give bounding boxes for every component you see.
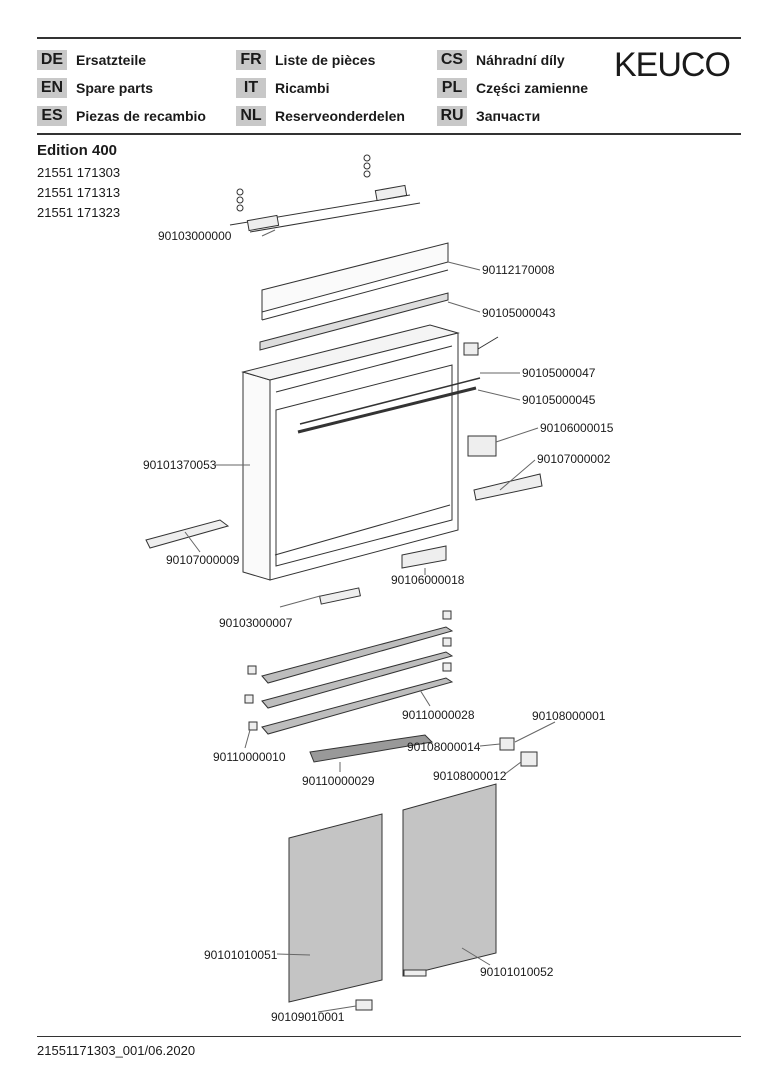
part-number: 90106000018 (391, 573, 465, 587)
header-rule (37, 133, 741, 135)
part-number: 90109010001 (271, 1010, 345, 1024)
led-strip-part (259, 292, 449, 351)
lang-fr: FR Liste de pièces (236, 50, 375, 70)
part-number: 90110000029 (302, 774, 375, 788)
part-number: 90108000014 (407, 740, 481, 754)
part-number: 90110000028 (402, 708, 475, 722)
footer-rule (37, 1036, 741, 1037)
top-cover-part (261, 242, 449, 321)
lang-label: Części zamienne (476, 80, 589, 96)
lang-code: DE (37, 50, 67, 70)
part-number: 90101010052 (480, 965, 554, 979)
part-number: 90112170008 (482, 263, 555, 277)
model-number: 21551 171303 (37, 165, 121, 180)
cabinet-body-part (241, 324, 481, 581)
lang-code: ES (37, 106, 67, 126)
lang-code: IT (236, 78, 266, 98)
glass-shelves (261, 626, 454, 763)
part-number: 90105000045 (522, 393, 596, 407)
lang-label: Запчасти (476, 108, 541, 124)
wall-bracket-part (229, 154, 421, 233)
lang-label: Liste de pièces (275, 52, 376, 68)
part-number: 90101370053 (143, 458, 217, 472)
part-labels: 90103000000 90112170008 90105000043 9010… (143, 229, 614, 1024)
lang-label: Piezas de recambio (76, 108, 206, 124)
lang-nl: NL Reserveonderdelen (236, 106, 405, 126)
lang-code: CS (437, 50, 467, 70)
part-number: 90107000009 (166, 553, 240, 567)
lang-label: Spare parts (76, 80, 154, 96)
lang-label: Náhradní díly (476, 52, 565, 68)
lang-cs: CS Náhradní díly (437, 50, 565, 70)
part-number: 90103000007 (219, 616, 293, 630)
lang-label: Ricambi (275, 80, 330, 96)
model-number: 21551 171313 (37, 185, 121, 200)
document-number: 21551171303_001/06.2020 (37, 1043, 196, 1058)
lang-code: RU (437, 106, 467, 126)
model-number: 21551 171323 (37, 205, 121, 220)
product-title: Edition 400 (37, 142, 118, 159)
lang-label: Reserveonderdelen (275, 108, 405, 124)
part-number: 90103000000 (158, 229, 232, 243)
part-number: 90101010051 (204, 948, 278, 962)
lang-ru: RU Запчасти (437, 106, 540, 126)
part-number: 90107000002 (537, 452, 611, 466)
part-number: 90105000047 (522, 366, 596, 380)
part-number: 90108000001 (532, 709, 606, 723)
lang-label: Ersatzteile (76, 52, 147, 68)
lang-pl: PL Części zamienne (437, 78, 588, 98)
keuco-logo: KEUCO (614, 46, 731, 84)
lang-code: NL (236, 106, 266, 126)
lang-code: FR (236, 50, 266, 70)
mirror-doors (288, 783, 497, 1011)
lang-code: EN (37, 78, 67, 98)
leader-lines (184, 229, 556, 1013)
part-number: 90108000012 (433, 769, 507, 783)
part-number: 90110000010 (213, 750, 286, 764)
lang-es: ES Piezas de recambio (37, 106, 206, 126)
lang-de: DE Ersatzteile (37, 50, 146, 70)
top-rule (37, 37, 741, 39)
lang-code: PL (437, 78, 467, 98)
part-number: 90106000015 (540, 421, 614, 435)
lang-it: IT Ricambi (236, 78, 329, 98)
part-number: 90105000043 (482, 306, 556, 320)
lang-en: EN Spare parts (37, 78, 153, 98)
